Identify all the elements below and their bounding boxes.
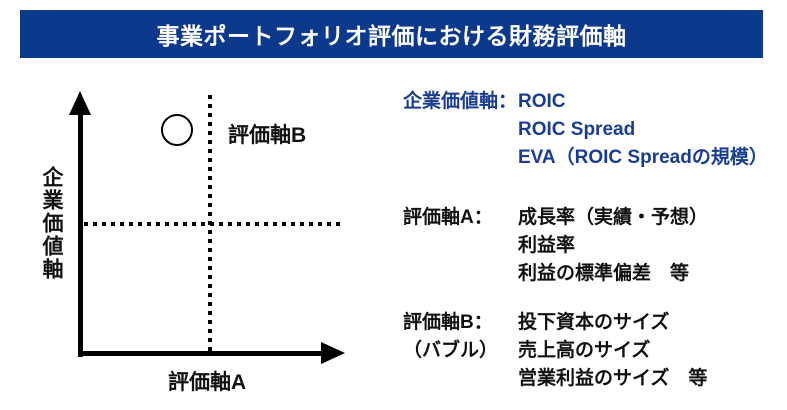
legend-block-axis-b: 評価軸B： （バブル） 投下資本のサイズ 売上高のサイズ 営業利益のサイズ 等 [403,309,707,393]
horizontal-divider-dotted [84,222,340,226]
legend-item: EVA（ROIC Spreadの規模） [518,147,768,168]
legend-item: ROIC [518,91,566,112]
legend-item: 成長率（実績・予想） [518,207,709,228]
legend-block-axis-a: 評価軸A： 成長率（実績・予想） 利益率 利益の標準偏差 等 [403,204,708,288]
y-axis-label: 企業価値軸 [40,166,63,281]
x-axis-arrow-icon [321,342,345,364]
legend-item: 投下資本のサイズ [518,312,670,333]
legend-item: 利益の標準偏差 等 [518,263,690,284]
legend-sublabel: （バブル） [403,340,499,361]
legend-item: ROIC Spread [518,119,636,140]
legend-label: 企業価値軸： [403,91,518,112]
legend-label: 評価軸B： [403,312,493,333]
legend-item: 利益率 [518,235,576,256]
y-axis [78,112,83,357]
legend-block-corporate-value-axis: 企業価値軸： ROIC ROIC Spread EVA（ROIC Spreadの… [403,88,768,172]
title-bar: 事業ポートフォリオ評価における財務評価軸 [20,10,763,58]
y-axis-arrow-icon [69,91,91,115]
legend-item: 売上高のサイズ [518,340,651,361]
quadrant-diagram: 評価軸B 企業価値軸 評価軸A [40,91,345,394]
legend-item: 営業利益のサイズ 等 [518,368,708,389]
bubble-marker [161,114,193,146]
x-axis [78,351,323,356]
bubble-axis-label: 評価軸B [228,124,307,147]
legend: 企業価値軸： ROIC ROIC Spread EVA（ROIC Spreadの… [403,0,783,410]
x-axis-label: 評価軸A [168,371,247,394]
legend-label: 評価軸A： [403,207,493,228]
page-title: 事業ポートフォリオ評価における財務評価軸 [156,23,627,49]
